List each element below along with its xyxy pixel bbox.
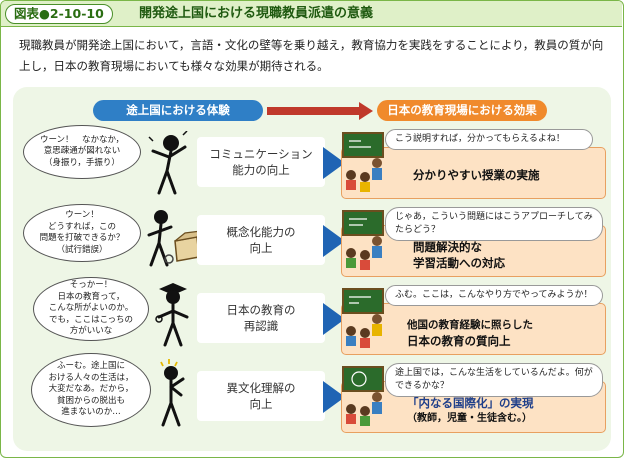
chevron-right-icon	[323, 303, 345, 335]
bubble-line: ウーン！	[65, 210, 99, 220]
thought-bubble-4: ふーむ。途上国における人々の生活は，大変だなあ。だから，貧困からの脱出も進まない…	[31, 353, 151, 427]
pill-developing-experience: 途上国における体験	[93, 100, 263, 121]
mid-line: 再認識	[243, 319, 279, 333]
bubble-line: 進まないのか…	[61, 407, 121, 418]
bubble-line: でも，ここはこっちの	[48, 314, 134, 325]
intro-text: 現職教員が開発途上国において，言語・文化の壁等を乗り越え，教育協力を実践をするこ…	[19, 38, 604, 73]
bubble-line: 方がいいな	[69, 326, 113, 337]
bubble-line: こんな所がよいのか。	[48, 303, 134, 314]
speech-bubble-4: 途上国では，こんな生活をしているんだよ。何ができるかな？	[385, 363, 603, 397]
teacher-blackboard-icon	[342, 210, 384, 270]
mid-box-conceptual: 概念化能力の向上	[197, 215, 325, 265]
bubble-line: （身振り，手振り）	[44, 157, 120, 168]
header-arrow-icon	[267, 102, 373, 120]
mid-box-communication: コミュニケーション能力の向上	[197, 137, 325, 187]
title-bar: 図表●2-10-10 開発途上国における現職教員派遣の意義	[1, 1, 622, 27]
result-line: 日本の教育の質向上	[407, 334, 511, 348]
result-text-1: 分かりやすい授業の実施	[413, 167, 540, 183]
bubble-line: そっかー！	[69, 280, 113, 291]
mid-line: 向上	[249, 397, 273, 411]
mid-line: コミュニケーション	[209, 147, 313, 161]
bubble-line: ウーン！ なかなか，	[39, 134, 125, 145]
bubble-line: どうすれば，この	[47, 221, 116, 232]
result-line: 「内なる国際化」の実現	[407, 396, 534, 410]
person-confused-icon	[148, 131, 188, 195]
teacher-blackboard-icon	[342, 366, 384, 426]
result-line: 問題解決的な	[413, 240, 482, 254]
result-text-4: 「内なる国際化」の実現 （教師，児童・生徒含む。）	[407, 395, 534, 427]
teacher-blackboard-icon	[342, 132, 384, 192]
mid-line: 概念化能力の	[226, 225, 296, 239]
person-idea-icon	[160, 359, 185, 427]
person-thinking-box-icon	[147, 210, 201, 267]
result-line: 他国の教育経験に照らした	[407, 319, 533, 331]
speech-bubble-3: ふむ。ここは，こんなやり方でやってみようか！	[385, 285, 603, 306]
result-box-1	[341, 147, 606, 199]
mid-line: 日本の教育の	[226, 303, 296, 317]
teacher-blackboard-icon	[342, 288, 384, 348]
bubble-line: 貧困からの脱出も	[56, 395, 125, 406]
mid-box-intercultural: 異文化理解の向上	[197, 371, 325, 421]
mid-line: 向上	[249, 241, 273, 255]
result-text-3: 他国の教育経験に照らした 日本の教育の質向上	[407, 317, 533, 349]
figure-label: 図表●2-10-10	[5, 4, 113, 24]
mid-line: 異文化理解の	[226, 381, 296, 395]
chevron-right-icon	[323, 381, 345, 413]
bubble-line: （試行錯誤）	[56, 244, 108, 255]
bubble-line: おける人々の生活は，	[48, 372, 134, 383]
chevron-right-icon	[323, 147, 345, 179]
bubble-line: ふーむ。途上国に	[56, 361, 125, 372]
bubble-line: 大変だなあ。だから，	[48, 384, 134, 395]
bubble-line: 意思疎通が図れない	[43, 146, 121, 157]
speech-bubble-2: じゃあ，こういう問題にはこうアプローチしてみたらどう？	[385, 207, 603, 241]
result-line: 学習活動への対応	[413, 256, 505, 270]
result-line: 分かりやすい授業の実施	[413, 168, 540, 182]
graduate-person-icon	[155, 283, 189, 347]
bubble-line: 日本の教育って，	[57, 291, 125, 302]
bubble-line: 問題を打破できるか？	[39, 233, 125, 243]
mid-line: 能力の向上	[232, 163, 290, 177]
pill-japan-effect: 日本の教育現場における効果	[377, 100, 547, 121]
result-line: （教師，児童・生徒含む。）	[407, 413, 532, 424]
chevron-right-icon	[323, 225, 345, 257]
figure-title: 開発途上国における現職教員派遣の意義	[139, 6, 374, 21]
result-box-3	[341, 303, 606, 355]
thought-bubble-2: ウーン！どうすれば，この問題を打破できるか？（試行錯誤）	[23, 204, 141, 262]
speech-bubble-1: こう説明すれば，分かってもらえるよね！	[385, 129, 593, 150]
thought-bubble-1: ウーン！ なかなか，意思疎通が図れない（身振り，手振り）	[23, 125, 141, 179]
result-text-2: 問題解決的な 学習活動への対応	[413, 239, 505, 271]
mid-box-reaffirm: 日本の教育の再認識	[197, 293, 325, 343]
thought-bubble-3: そっかー！日本の教育って，こんな所がよいのか。でも，ここはこっちの方がいいな	[33, 277, 149, 341]
